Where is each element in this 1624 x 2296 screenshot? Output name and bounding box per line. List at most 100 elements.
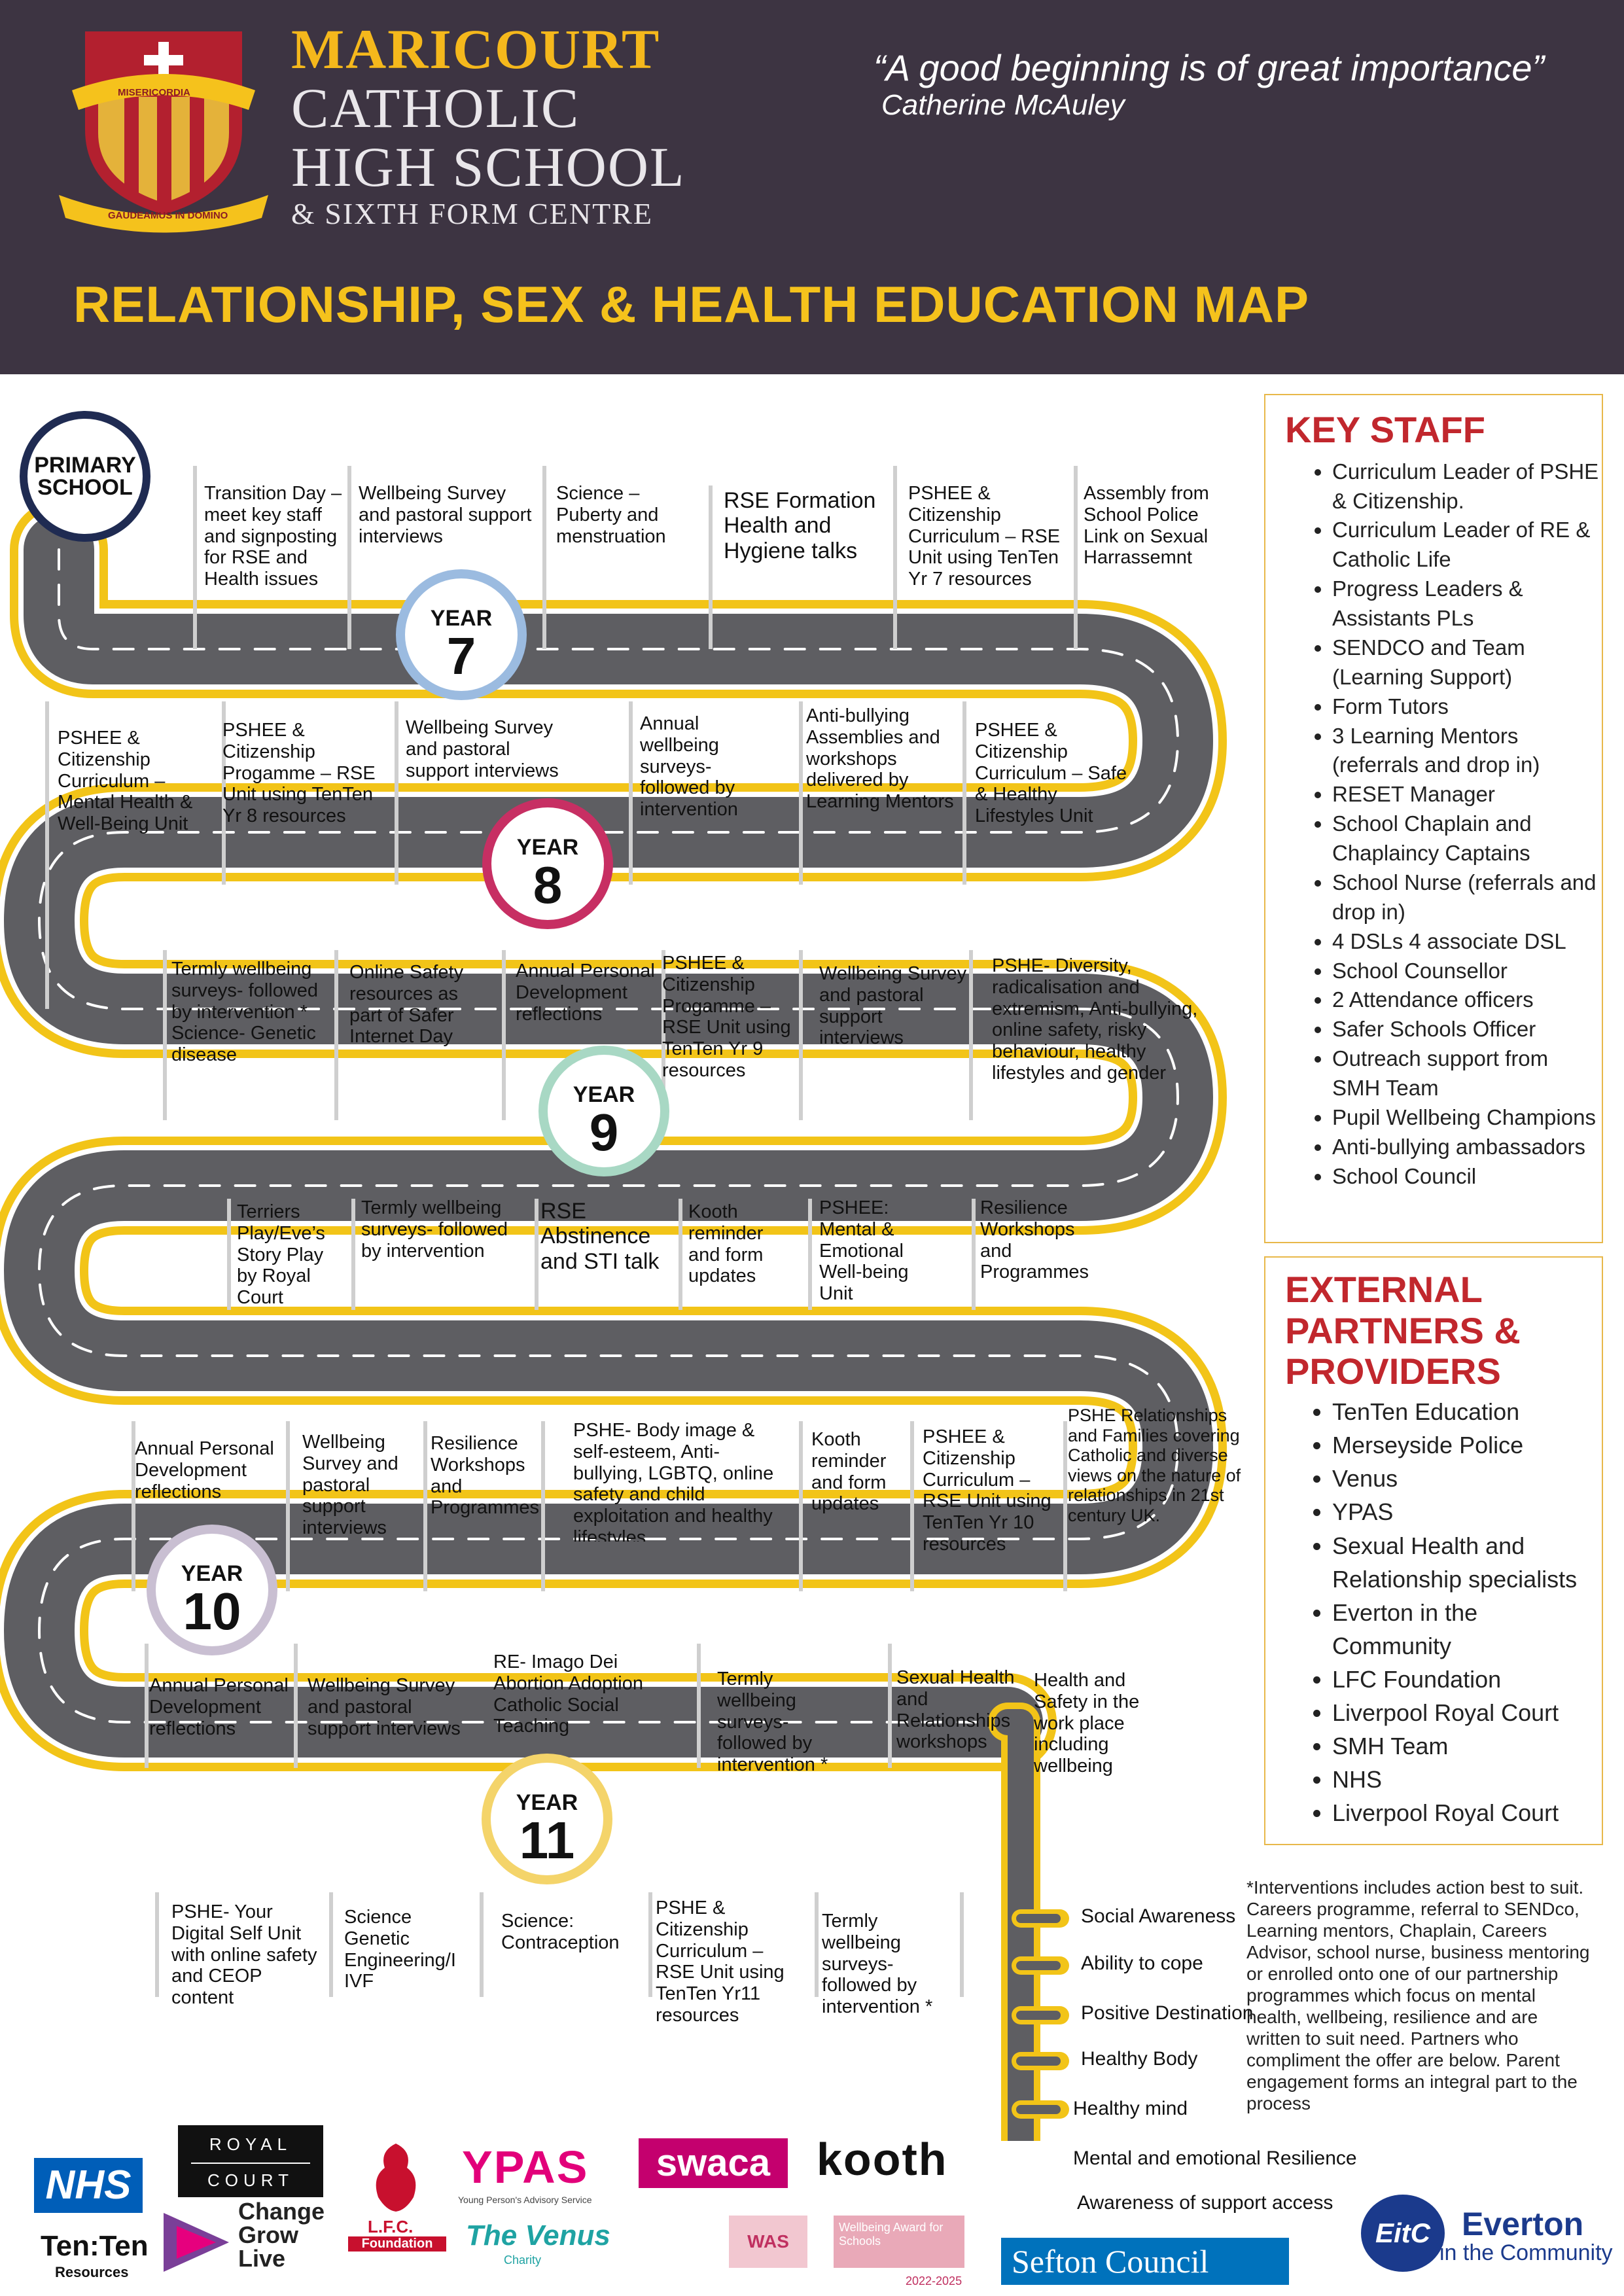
milestone-label: Termly wellbeing surveys- followed by in… <box>171 959 319 1066</box>
milestone-label: PSHEE & Citizenship Progamme – RSE Unit … <box>222 720 376 827</box>
primary-school-badge: PRIMARY SCHOOL <box>20 411 150 542</box>
road-path <box>0 466 1227 2141</box>
milestone-label: Wellbeing Survey and pastoral support in… <box>302 1432 398 1539</box>
outcome-label: Mental and emotional Resilience <box>1073 2147 1357 2169</box>
list-item: Liverpool Royal Court <box>1332 1796 1602 1829</box>
milestone-label: Kooth reminder and form updates <box>811 1429 887 1515</box>
lfc-foundation-text: Foundation <box>348 2236 446 2252</box>
was-badge: WAS <box>729 2216 807 2268</box>
milestone-label: Annual wellbeing surveys- followed by in… <box>640 713 738 821</box>
partners-panel: EXTERNAL PARTNERS & PROVIDERS TenTen Edu… <box>1264 1256 1603 1845</box>
milestone-label: Resilience Workshops and Programmes <box>980 1197 1089 1283</box>
milestone-label: Termly wellbeing surveys- followed by in… <box>822 1911 933 2018</box>
year-number: 8 <box>533 856 563 914</box>
milestone-label: Terriers Play/Eve’s Story Play by Royal … <box>237 1201 325 1309</box>
year-label: YEAR <box>516 1790 578 1815</box>
year-number: 11 <box>519 1811 575 1869</box>
milestone-label: PSHEE: Mental & Emotional Well-being Uni… <box>819 1197 909 1305</box>
list-item: 2 Attendance officers <box>1332 985 1602 1015</box>
royal-text: ROYAL <box>209 2134 292 2154</box>
list-item: 4 DSLs 4 associate DSL <box>1332 927 1602 957</box>
milestone-label: PSHEE & Citizenship Curriculum – Mental … <box>58 728 193 835</box>
list-item: Progress Leaders & Assistants PLs <box>1332 574 1602 633</box>
milestone-label: Science: Contraception <box>501 1911 620 1953</box>
list-item: Liverpool Royal Court <box>1332 1696 1602 1729</box>
school-name-line2: CATHOLIC <box>291 77 580 139</box>
page-title: RELATIONSHIP, SEX & HEALTH EDUCATION MAP <box>73 275 1309 333</box>
live-text: Live <box>238 2245 286 2272</box>
milestone-label: Wellbeing Survey and pastoral support in… <box>819 963 967 1049</box>
milestone-label: PSHEE & Citizenship Curriculum – Safe & … <box>975 720 1127 827</box>
lfc-text: L.F.C. <box>368 2217 414 2236</box>
sefton-council-logo: Sefton Council <box>1001 2238 1289 2285</box>
list-item: Form Tutors <box>1332 692 1602 722</box>
year-number: 7 <box>446 627 476 685</box>
milestone-label: Sexual Health and Relationships workshop… <box>896 1667 1015 1753</box>
list-item: YPAS <box>1332 1495 1602 1528</box>
list-item: SMH Team <box>1332 1729 1602 1763</box>
year-label: YEAR <box>516 835 579 860</box>
swaca-logo: swaca <box>639 2138 788 2188</box>
milestone-label: Transition Day – meet key staff and sign… <box>204 483 342 590</box>
list-item: Safer Schools Officer <box>1332 1015 1602 1044</box>
milestone-label: PSHE- Your Digital Self Unit with online… <box>171 1901 317 2009</box>
list-item: Pupil Wellbeing Champions <box>1332 1103 1602 1133</box>
partners-heading: EXTERNAL PARTNERS & PROVIDERS <box>1285 1269 1521 1392</box>
list-item: Anti-bullying ambassadors <box>1332 1133 1602 1162</box>
milestone-label: PSHEE & Citizenship Curriculum – RSE Uni… <box>908 483 1061 590</box>
ypas-logo: YPAS <box>462 2142 589 2193</box>
outcome-label: Ability to cope <box>1081 1952 1203 1974</box>
milestone-label: RSE Abstinence and STI talk <box>540 1199 660 1274</box>
milestone-label: Wellbeing Survey and pastoral support in… <box>359 483 532 547</box>
list-item: SENDCO and Team (Learning Support) <box>1332 633 1602 692</box>
header-banner: MISERICORDIA GAUDEAMUS IN DOMINO MARICOU… <box>0 0 1624 374</box>
key-staff-heading: KEY STAFF <box>1285 409 1485 450</box>
year-label: YEAR <box>430 606 493 631</box>
school-crest-icon: MISERICORDIA GAUDEAMUS IN DOMINO <box>59 31 268 233</box>
was-award-text: Wellbeing Award for Schools <box>834 2216 964 2268</box>
key-staff-panel: KEY STAFF Curriculum Leader of PSHE & Ci… <box>1264 394 1603 1243</box>
ypas-sub: Young Person's Advisory Service <box>458 2195 592 2205</box>
royal-court-logo: ROYAL COURT <box>178 2125 323 2197</box>
milestone-label: Annual Personal Development reflections <box>149 1675 289 1739</box>
milestone-label: Annual Personal Development reflections <box>135 1438 274 1502</box>
milestone-label: Wellbeing Survey and pastoral support in… <box>308 1675 461 1739</box>
tenten-logo: Ten:Ten <box>41 2230 149 2262</box>
quote: “A good beginning is of great importance… <box>874 47 1544 122</box>
milestone-label: PSHEE & Citizenship Curriculum – RSE Uni… <box>923 1426 1051 1555</box>
change-grow-live-text: Change Grow Live <box>238 2200 325 2270</box>
outcome-label: Positive Destination <box>1081 2002 1254 2024</box>
svg-text:MISERICORDIA: MISERICORDIA <box>118 87 190 98</box>
milestone-label: Science Genetic Engineering/I IVF <box>344 1907 456 1992</box>
milestone-label: Science – Puberty and menstruation <box>556 483 666 547</box>
school-name-line3: HIGH SCHOOL <box>291 135 686 198</box>
interventions-note: *Interventions includes action best to s… <box>1246 1877 1590 2114</box>
list-item: Outreach support from SMH Team <box>1332 1044 1602 1103</box>
year-label: YEAR <box>573 1082 635 1107</box>
milestone-label: Online Safety resources as part of Safer… <box>349 962 464 1048</box>
milestone-label: PSHE Relationships and Families covering… <box>1068 1405 1241 1525</box>
change-text: Change <box>238 2198 325 2225</box>
list-item: School Nurse (referrals and drop in) <box>1332 868 1602 927</box>
lfc-liverbird-icon <box>376 2144 416 2212</box>
quote-text: “A good beginning is of great importance… <box>874 47 1545 88</box>
grow-text: Grow <box>238 2221 299 2248</box>
outcome-label: Awareness of support access <box>1077 2192 1333 2214</box>
venus-sub: Charity <box>504 2253 542 2267</box>
list-item: Curriculum Leader of RE & Catholic Life <box>1332 516 1602 574</box>
venus-logo: The Venus <box>466 2219 610 2252</box>
key-staff-list: Curriculum Leader of PSHE & Citizenship.… <box>1285 457 1602 1192</box>
list-item: NHS <box>1332 1763 1602 1796</box>
school-name: MARICOURT CATHOLIC HIGH SCHOOL & SIXTH F… <box>291 21 686 229</box>
change-grow-live-icon <box>164 2213 229 2272</box>
milestone-label: Termly wellbeing surveys- followed by in… <box>361 1197 508 1262</box>
milestone-label: Resilience Workshops and Programmes <box>431 1433 539 1519</box>
milestone-label: Anti-bullying Assemblies and workshops d… <box>806 705 954 813</box>
milestone-label: RSE Formation Health and Hygiene talks <box>724 488 876 563</box>
year-number: 9 <box>589 1103 619 1161</box>
